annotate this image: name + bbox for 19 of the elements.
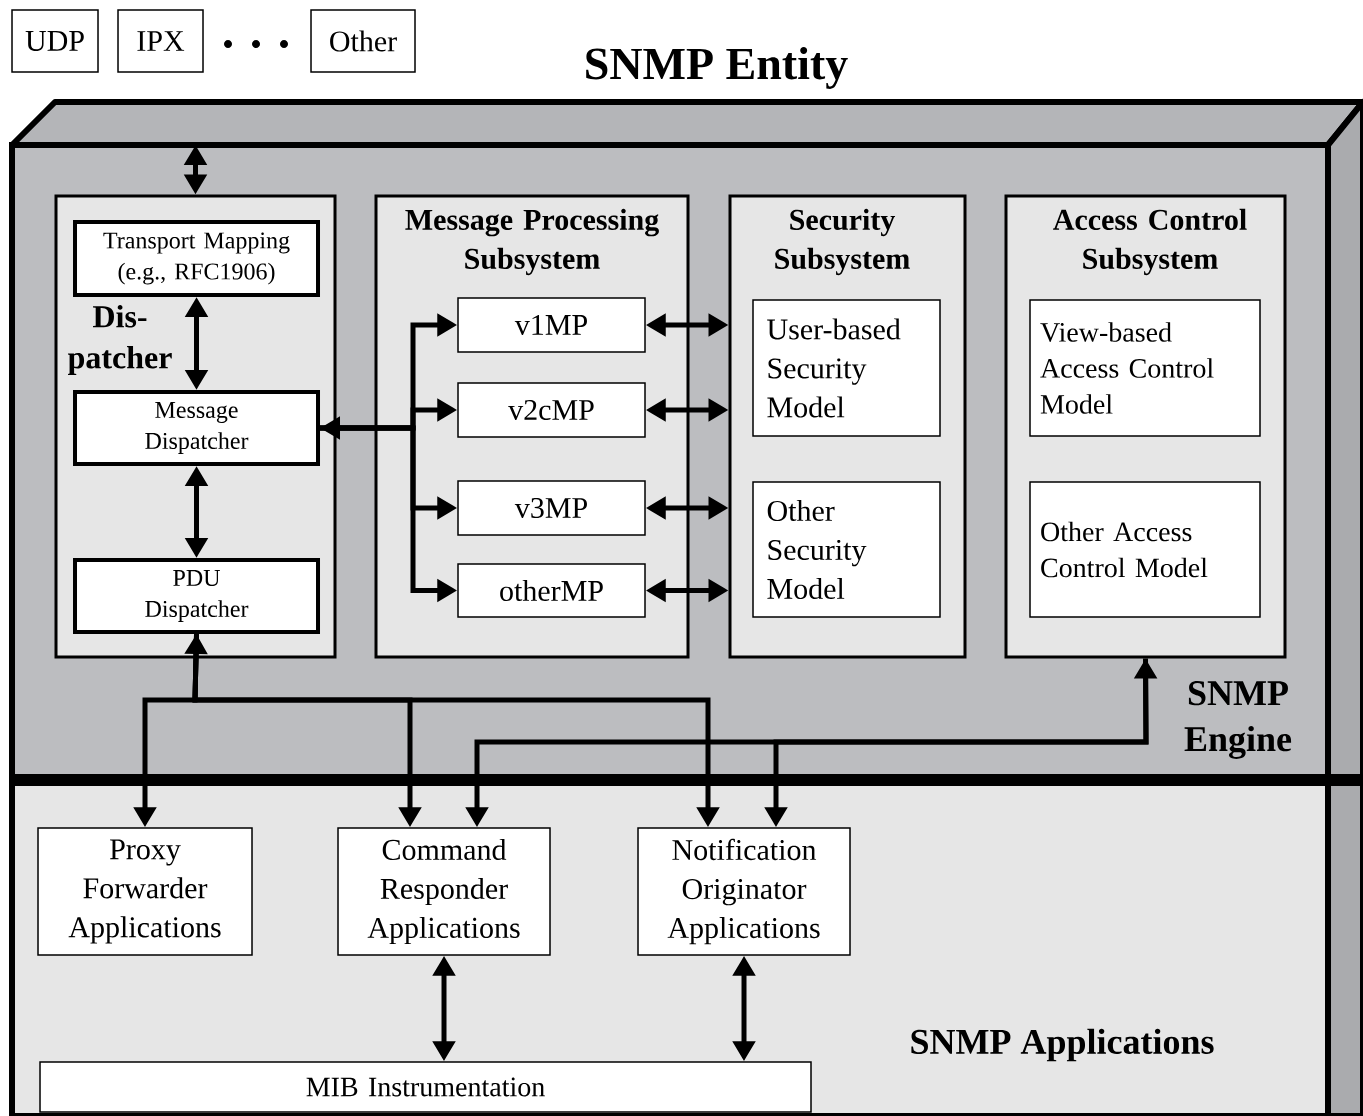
instrumentation-box: MIB Instrumentation <box>39 1061 812 1113</box>
node-label: SNMP Entity <box>586 47 848 89</box>
protocol-box: UDP <box>11 9 99 73</box>
model-box: v3MP <box>457 480 646 536</box>
component-box: Message Dispatcher <box>73 390 320 466</box>
protocol-box: Other <box>310 9 416 73</box>
application-box: Proxy Forwarder Applications <box>37 827 253 956</box>
model-box: User-based Security Model <box>752 299 941 437</box>
model-box: Other Security Model <box>752 481 941 618</box>
component-box: PDU Dispatcher <box>73 558 320 634</box>
model-box: Other Access Control Model <box>1029 481 1261 618</box>
component-box: Transport Mapping (e.g., RFC1906) <box>73 220 320 297</box>
protocol-box: IPX <box>117 9 204 73</box>
model-box: View-based Access Control Model <box>1029 299 1261 437</box>
model-box: otherMP <box>457 563 646 618</box>
application-box: Command Responder Applications <box>337 827 551 956</box>
model-box: v2cMP <box>457 382 646 438</box>
application-box: Notification Originator Applications <box>637 827 851 956</box>
model-box: v1MP <box>457 297 646 353</box>
